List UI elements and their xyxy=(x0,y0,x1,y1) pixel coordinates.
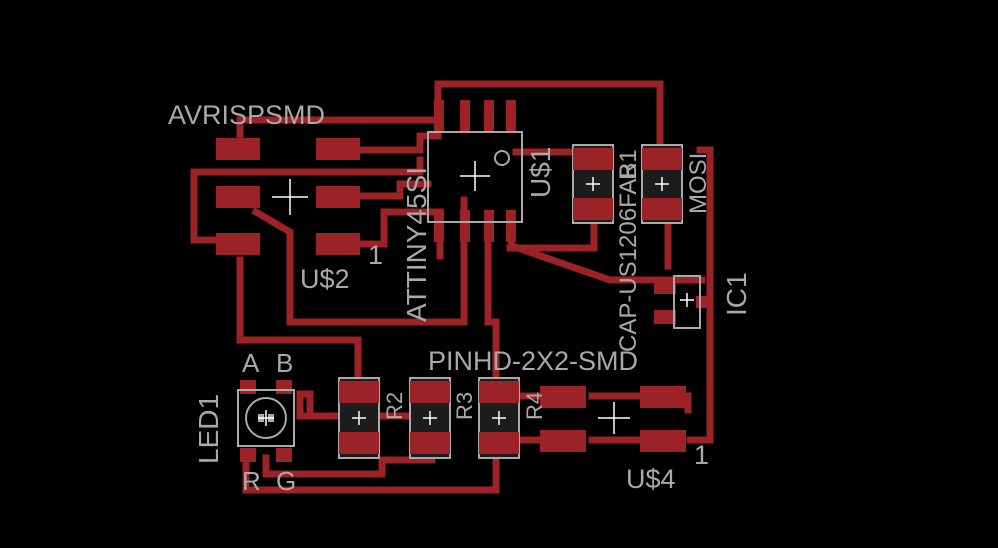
pinhd-header xyxy=(540,386,686,452)
label-attiny: ATTINY45SI xyxy=(401,167,432,322)
pin1-marker xyxy=(494,150,510,166)
label-r2: R2 xyxy=(382,392,407,420)
isp-pad xyxy=(316,186,360,208)
isp-pad xyxy=(216,233,260,255)
label-u4: U$4 xyxy=(626,464,676,494)
isp-pad xyxy=(316,233,360,255)
isp-pad xyxy=(316,138,360,160)
label-r4: R4 xyxy=(522,392,547,420)
label-g: G xyxy=(276,466,296,496)
label-u1: U$1 xyxy=(525,147,556,198)
label-r1: R1 xyxy=(615,149,642,180)
label-avrispsmd: AVRISPSMD xyxy=(168,100,325,130)
led1-component xyxy=(237,380,295,462)
chip-outline xyxy=(427,131,523,223)
isp-pad xyxy=(216,138,260,160)
label-led1: LED1 xyxy=(193,394,224,464)
resistor-r4 xyxy=(478,377,520,459)
cap-r1 xyxy=(572,144,614,224)
label-a: A xyxy=(242,348,260,378)
ic1-component xyxy=(654,275,710,329)
label-mosi: MOSI xyxy=(685,153,712,214)
label-ic1: IC1 xyxy=(721,272,752,316)
label-pin1-u4: 1 xyxy=(694,440,709,470)
resistor-r2 xyxy=(338,377,380,459)
avrispsmd-header xyxy=(216,138,360,255)
label-r: R xyxy=(242,466,261,496)
label-capfab: CAP-US1206FAB xyxy=(615,163,642,352)
label-b: B xyxy=(276,348,293,378)
resistor-r3 xyxy=(409,377,451,459)
isp-pad xyxy=(216,186,260,208)
label-pin1-u2: 1 xyxy=(368,240,383,270)
label-r3: R3 xyxy=(452,392,477,420)
attiny-chip xyxy=(427,100,523,242)
resistor-mosi xyxy=(641,144,683,224)
label-pinhd: PINHD-2X2-SMD xyxy=(428,346,638,376)
label-u2: U$2 xyxy=(300,264,350,294)
